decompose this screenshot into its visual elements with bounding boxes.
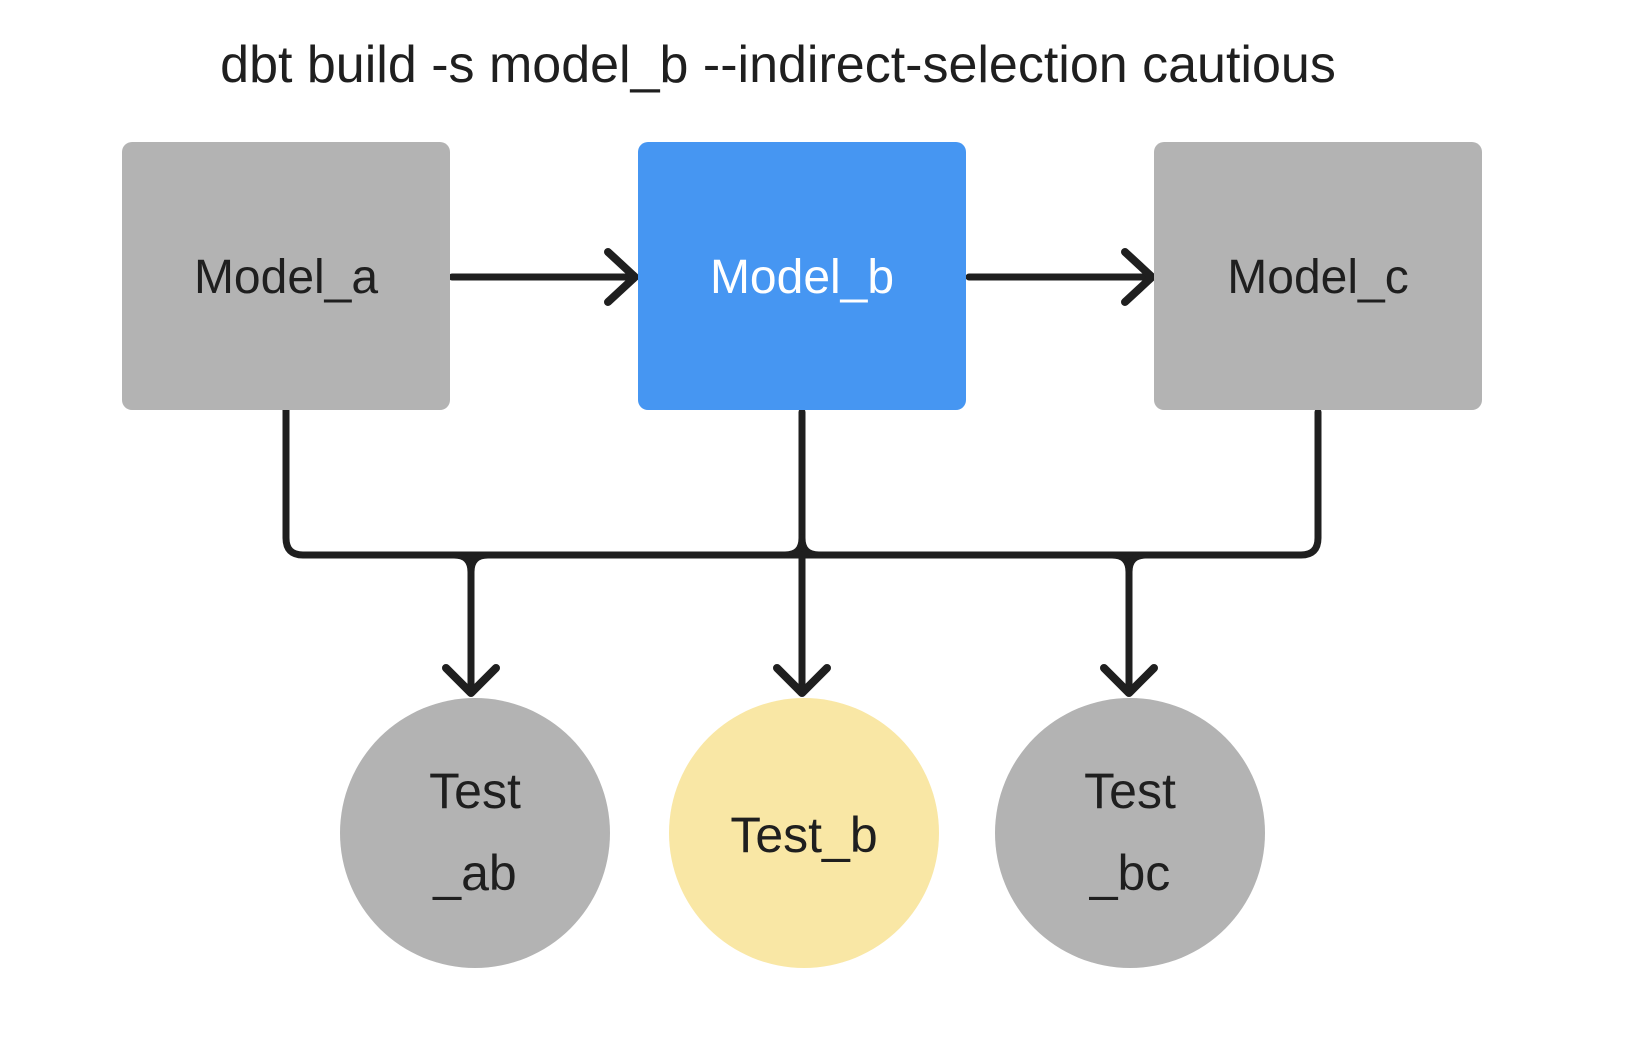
edge-model-b-to-model-c [965,248,1156,306]
node-test-b: Test_b [669,698,939,968]
connector-tree [282,406,1322,697]
arrowhead-down-icon [773,664,831,697]
node-test-ab: Test _ab [340,698,610,968]
test-b-circle [669,698,939,968]
model-b-box [638,142,966,410]
model-a-label: Model_a [194,251,378,304]
model-c-box [1154,142,1482,410]
junction-fillet [798,534,823,559]
junction-fillet [467,551,492,576]
model-c-label: Model_c [1227,251,1408,304]
edge-model-a-to-model-b [448,248,639,306]
node-model-c: Model_c [1154,142,1482,410]
test-bc-circle [995,698,1265,968]
node-test-bc: Test _bc [995,698,1265,968]
test-bc-label-line2: _bc [1089,845,1171,901]
node-model-b: Model_b [638,142,966,410]
test-ab-label-line1: Test [429,763,521,819]
arrowhead-down-icon [1100,664,1158,697]
test-ab-label-line2: _ab [432,845,516,901]
arrowhead-down-icon [442,664,500,697]
diagram-title: dbt build -s model_b --indirect-selectio… [220,36,1336,94]
test-bc-label-line1: Test [1084,763,1176,819]
junction-fillet [1125,551,1150,576]
arrowhead-right-icon [604,248,639,306]
model-b-label: Model_b [710,251,894,304]
model-a-box [122,142,450,410]
test-b-label: Test_b [730,807,877,863]
test-ab-circle [340,698,610,968]
node-model-a: Model_a [122,142,450,410]
arrowhead-right-icon [1121,248,1156,306]
